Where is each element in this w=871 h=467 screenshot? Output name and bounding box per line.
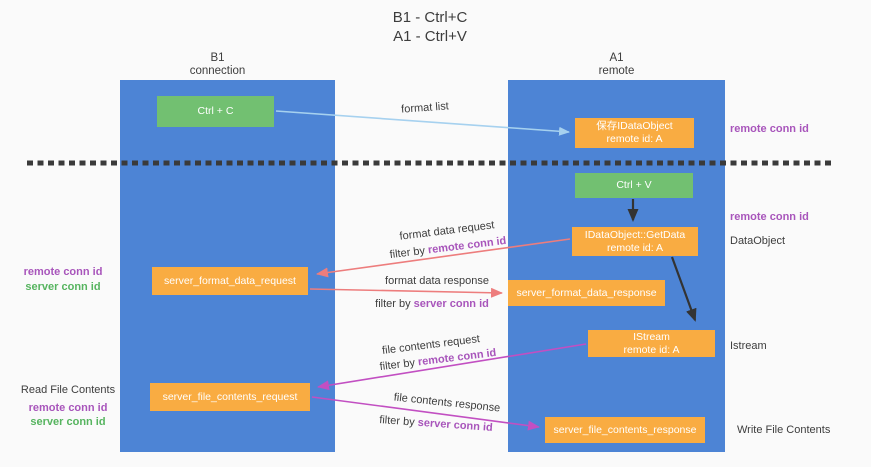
label-remote-conn-id-left-2: remote conn id — [28, 402, 108, 414]
box-server-format-data-response: server_format_data_response — [508, 280, 665, 306]
column-a1-name: A1 — [609, 52, 624, 64]
label-file-contents-response: file contents response — [393, 391, 501, 415]
label-format-data-response: format data response — [385, 275, 489, 287]
box-istream: IStream remote id: A — [588, 330, 715, 357]
box-server-file-contents-request: server_file_contents_request — [150, 383, 310, 411]
label-remote-conn-id-right-2: remote conn id — [730, 211, 809, 223]
label-istream: Istream — [730, 340, 767, 352]
box-istream-line2: remote id: A — [623, 343, 680, 356]
filter-by-text: filter by — [379, 356, 419, 374]
label-filter-by-server-1: filter by server conn id — [375, 298, 489, 310]
filter-by-text: filter by — [378, 414, 419, 429]
title-line-2: A1 - Ctrl+V — [393, 28, 467, 45]
label-write-file-contents: Write File Contents — [737, 424, 831, 436]
label-server-conn-id-left-2: server conn id — [30, 416, 106, 428]
box-save-idataobject-line2: remote id: A — [606, 133, 663, 145]
box-istream-line1: IStream — [633, 330, 670, 343]
box-idataobject-getdata: IDataObject::GetData remote id: A — [572, 227, 698, 256]
box-getdata-line1: IDataObject::GetData — [584, 228, 686, 241]
label-filter-by-server-2: filter by server conn id — [379, 414, 493, 434]
server-conn-id-text: server conn id — [417, 416, 494, 434]
arrow-format-data-response — [309, 287, 503, 298]
filter-by-text: filter by — [375, 298, 414, 310]
remote-conn-id-text: remote conn id — [427, 234, 507, 257]
diagram-title: B1 - Ctrl+C A1 - Ctrl+V — [0, 8, 860, 46]
label-remote-conn-id-left-1: remote conn id — [23, 266, 103, 278]
box-server-format-data-request: server_format_data_request — [152, 267, 308, 295]
label-remote-conn-id-right-1: remote conn id — [730, 123, 809, 135]
left-labels-file: Read File Contents remote conn id server… — [18, 383, 118, 429]
box-ctrl-c: Ctrl + C — [157, 96, 274, 127]
title-line-1: B1 - Ctrl+C — [392, 9, 468, 26]
server-conn-id-text: server conn id — [413, 298, 489, 310]
column-header-b1: B1 connection — [110, 52, 325, 78]
box-server-file-contents-response: server_file_contents_response — [545, 417, 705, 443]
box-ctrl-v: Ctrl + V — [575, 173, 693, 198]
filter-by-text: filter by — [389, 244, 429, 262]
label-read-file-contents: Read File Contents — [20, 384, 116, 396]
label-server-conn-id-left-1: server conn id — [25, 281, 101, 293]
box-save-idataobject: 保存IDataObject remote id: A — [575, 118, 694, 148]
column-b1-subtitle: connection — [189, 65, 246, 77]
label-format-list: format list — [400, 100, 450, 116]
box-getdata-line2: remote id: A — [606, 241, 664, 254]
column-a1-subtitle: remote — [598, 65, 635, 77]
column-b1-name: B1 — [210, 52, 225, 64]
label-dataobject: DataObject — [730, 235, 786, 247]
column-header-a1: A1 remote — [508, 52, 725, 78]
box-save-idataobject-line1: 保存IDataObject — [596, 120, 673, 132]
left-labels-format: remote conn id server conn id — [18, 265, 108, 295]
